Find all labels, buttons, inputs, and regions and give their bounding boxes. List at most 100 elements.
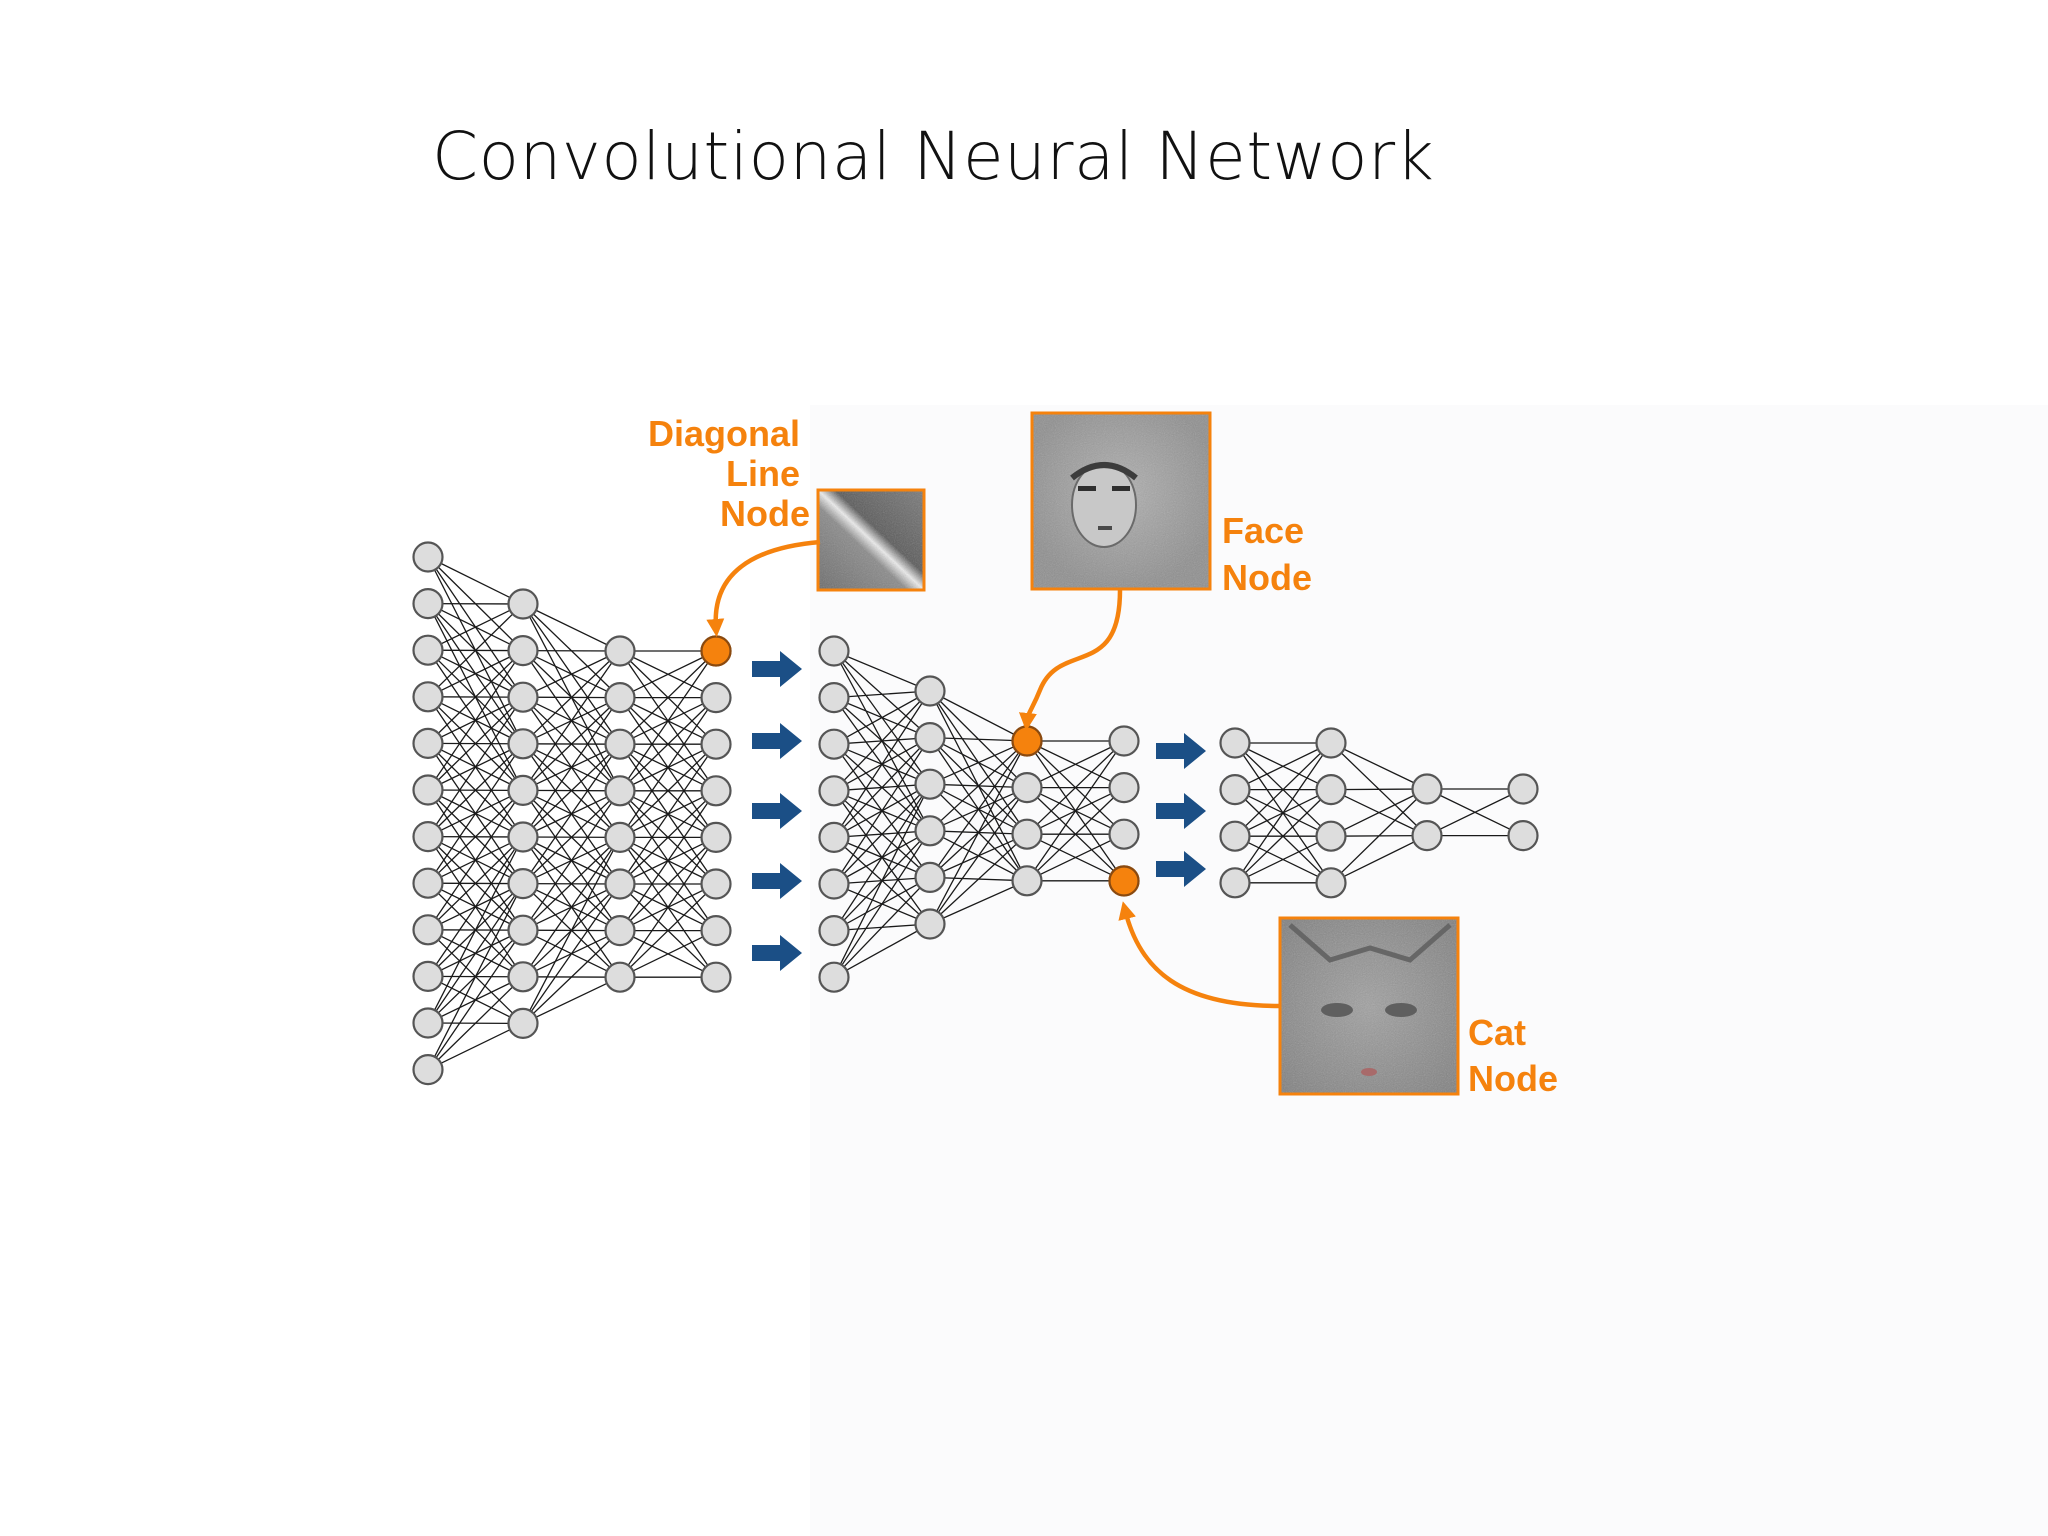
neuron xyxy=(604,914,636,947)
edge xyxy=(1330,742,1428,790)
neuron xyxy=(818,961,850,993)
edge xyxy=(427,603,524,651)
neuron xyxy=(818,821,850,854)
neuron xyxy=(1108,771,1140,804)
neuron xyxy=(914,908,946,940)
edge xyxy=(427,696,524,837)
edge xyxy=(427,743,524,838)
edge xyxy=(833,923,931,978)
highlighted-neuron xyxy=(1108,865,1140,897)
edge xyxy=(427,836,524,1024)
neuron xyxy=(1219,867,1251,899)
neuron xyxy=(412,727,444,760)
cat-label: Cat Node xyxy=(1468,1012,1558,1099)
edge xyxy=(619,743,717,838)
edge xyxy=(522,697,621,838)
edge xyxy=(619,697,717,792)
callout-face-line-2: Node xyxy=(1222,557,1312,598)
edge xyxy=(833,650,931,692)
edge-layer xyxy=(427,556,1524,1071)
face-feature-thumbnail xyxy=(1030,411,1212,591)
edge xyxy=(522,790,621,931)
edge xyxy=(522,650,621,698)
neuron xyxy=(412,587,444,620)
edge xyxy=(427,836,524,977)
callout-diagonal-line-2: Line xyxy=(726,453,800,494)
right-arrow-icon xyxy=(752,935,802,971)
edge xyxy=(619,790,717,931)
edge xyxy=(619,650,717,792)
edge xyxy=(929,787,1028,925)
edge xyxy=(522,837,621,1024)
right-arrow-icon xyxy=(752,723,802,759)
edge xyxy=(427,603,524,698)
edge xyxy=(833,830,931,978)
node-layer xyxy=(412,541,1539,1086)
edge xyxy=(833,783,931,978)
neuron xyxy=(700,775,732,807)
edge xyxy=(619,837,717,978)
neuron xyxy=(914,675,946,707)
neuron xyxy=(507,961,539,993)
neuron xyxy=(818,728,850,760)
edge xyxy=(427,789,524,884)
neuron xyxy=(507,774,539,807)
diagonal-line-callout: Diagonal Line Node xyxy=(648,413,926,637)
edge xyxy=(1026,740,1125,835)
cat-feature-thumbnail xyxy=(1278,916,1460,1096)
edge xyxy=(619,650,717,745)
face-connector xyxy=(1018,589,1123,731)
face-label: Face Node xyxy=(1222,510,1314,598)
diagonal-line-feature-thumbnail xyxy=(816,488,926,592)
edge xyxy=(1026,787,1125,882)
neuron xyxy=(914,768,946,800)
edge xyxy=(833,783,931,885)
neuron xyxy=(412,867,444,899)
neuron xyxy=(700,728,732,760)
neuron xyxy=(818,775,850,807)
edge xyxy=(522,603,621,652)
neuron xyxy=(1108,818,1140,850)
edge xyxy=(522,743,621,838)
edge xyxy=(833,690,931,745)
edge xyxy=(619,930,717,978)
neuron xyxy=(1315,727,1347,759)
diagonal-line-label: Diagonal Line Node xyxy=(648,413,810,534)
edge xyxy=(522,836,621,931)
neuron xyxy=(412,541,444,573)
edge xyxy=(929,740,1028,785)
neuron xyxy=(818,868,850,900)
neuron xyxy=(412,1053,444,1086)
neuron xyxy=(1411,819,1443,852)
edge xyxy=(619,743,717,885)
neuron xyxy=(507,681,539,713)
callout-diagonal-line-1: Diagonal xyxy=(648,413,800,454)
neuron xyxy=(604,635,636,667)
neuron xyxy=(604,775,636,807)
neuron xyxy=(1507,819,1539,852)
neuron xyxy=(1411,773,1443,805)
edge xyxy=(427,790,524,931)
edge xyxy=(427,696,524,791)
edge xyxy=(522,837,621,978)
edge xyxy=(833,690,931,699)
edge xyxy=(833,690,931,792)
edge xyxy=(427,650,524,744)
edge xyxy=(619,697,717,838)
right-arrow-icon xyxy=(1156,733,1206,769)
neuron xyxy=(412,960,444,993)
edge xyxy=(1234,742,1332,884)
neuron xyxy=(412,634,444,666)
neuron xyxy=(700,821,732,854)
edge xyxy=(1234,789,1332,884)
edge xyxy=(929,740,1028,878)
highlighted-neuron xyxy=(700,635,732,667)
neuron xyxy=(818,681,850,714)
edge xyxy=(1026,833,1125,882)
edge xyxy=(522,883,621,1024)
edge xyxy=(619,790,717,885)
edge xyxy=(427,976,524,1071)
neuron xyxy=(700,681,732,714)
callout-cat-line-2: Node xyxy=(1468,1058,1558,1099)
flow-arrows xyxy=(752,651,1206,971)
